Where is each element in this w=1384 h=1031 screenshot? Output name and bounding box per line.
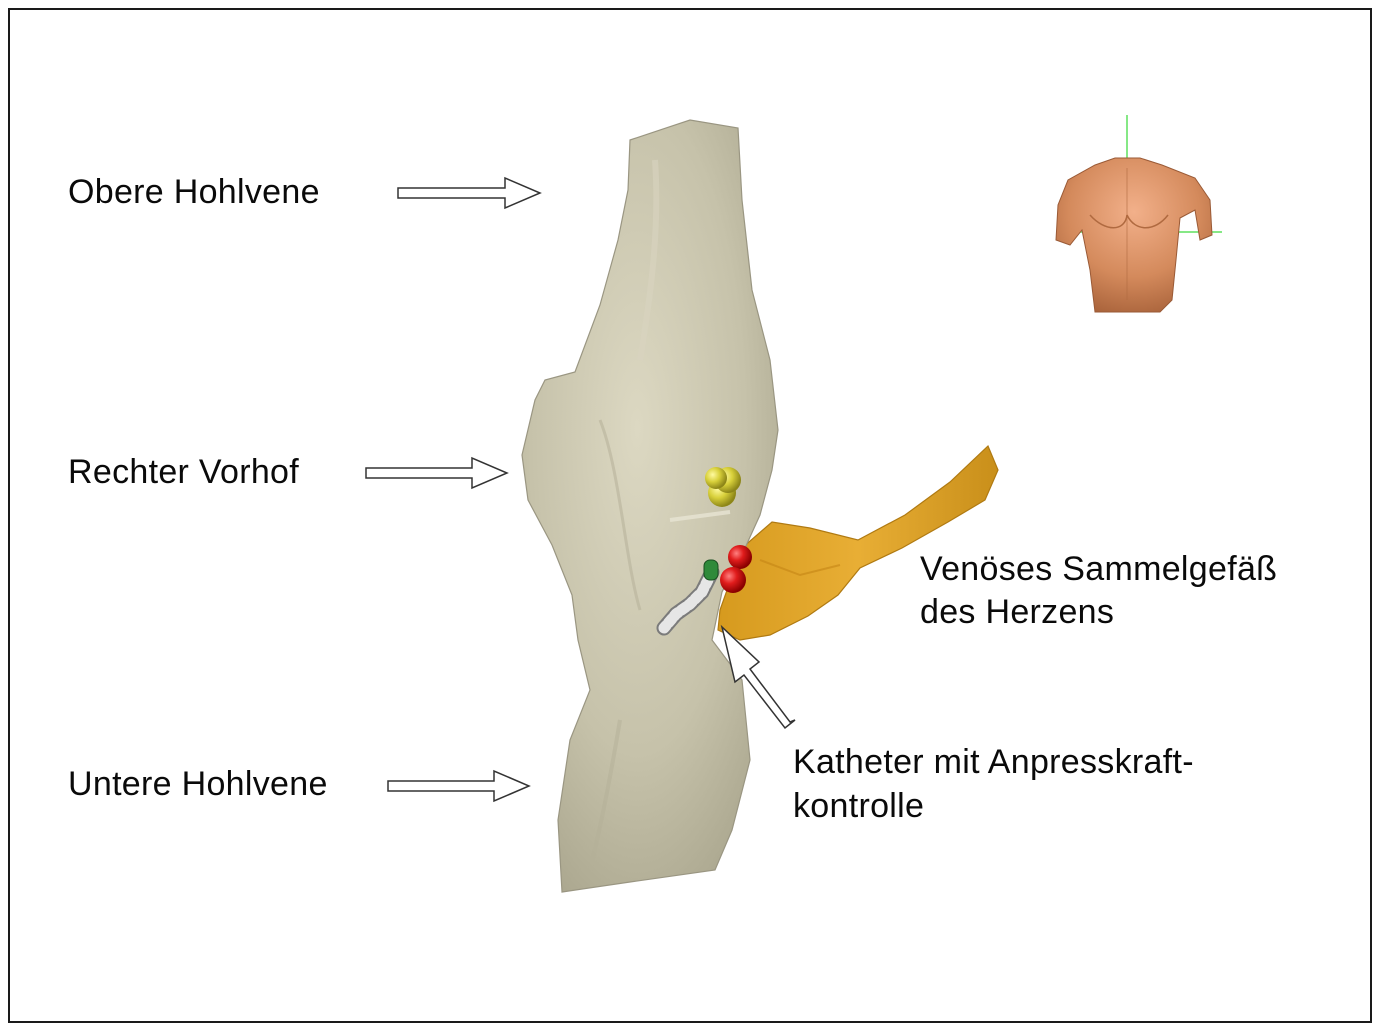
ablation-point-red (728, 545, 752, 569)
label-rechter-vorhof: Rechter Vorhof (68, 450, 299, 494)
label-catheter-line1: Katheter mit Anpresskraft- (793, 740, 1194, 784)
ablation-point-yellow (705, 467, 727, 489)
orientation-torso-icon (1056, 115, 1222, 312)
arrow-untere-hohlvene-icon (388, 771, 529, 801)
ablation-point-red (720, 567, 746, 593)
label-untere-hohlvene: Untere Hohlvene (68, 762, 328, 806)
right-atrium-vena-cava-shape (522, 120, 778, 892)
label-sinus-line1: Venöses Sammelgefäß (920, 547, 1277, 591)
label-catheter-line2: kontrolle (793, 784, 924, 828)
arrow-obere-hohlvene-icon (398, 178, 540, 208)
arrow-rechter-vorhof-icon (366, 458, 507, 488)
label-obere-hohlvene: Obere Hohlvene (68, 170, 320, 214)
label-sinus-line2: des Herzens (920, 590, 1114, 634)
